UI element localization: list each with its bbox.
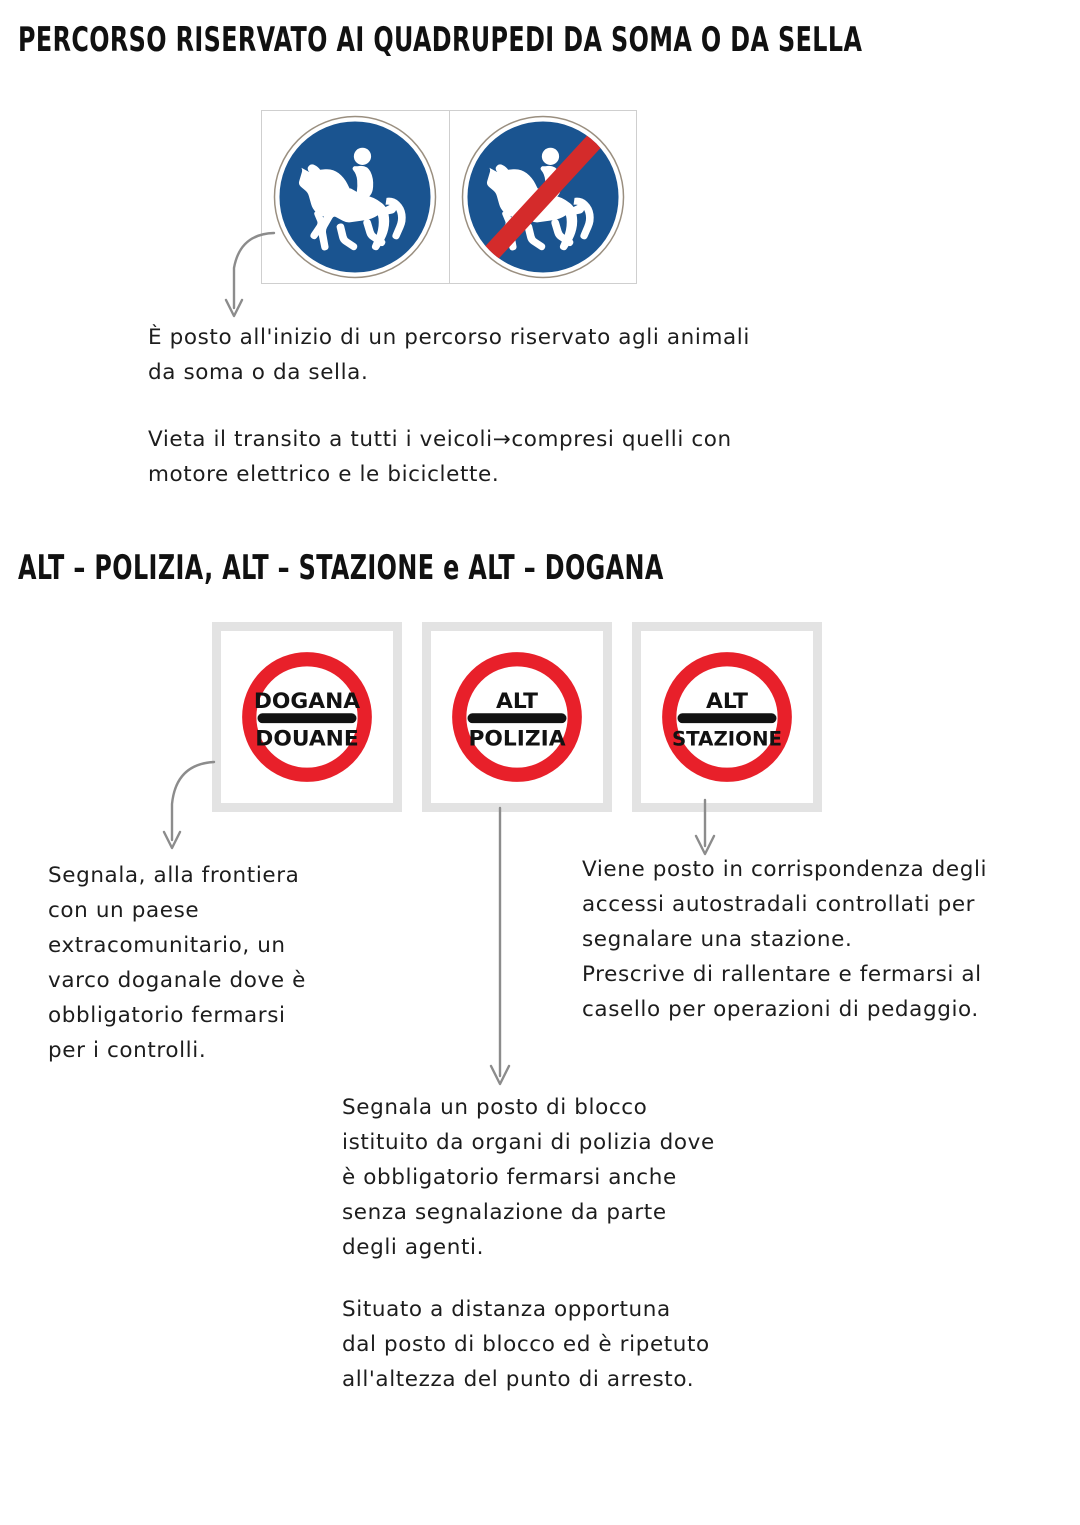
sign-alt-stazione: ALT STAZIONE <box>632 622 822 812</box>
note-horse-prohibition: Vieta il transito a tutti i veicoli→comp… <box>148 427 732 487</box>
dogana-sign-icon: DOGANA DOUANE <box>241 651 373 783</box>
stazione-bar <box>677 713 777 724</box>
polizia-line1: ALT <box>496 689 538 714</box>
sign-alt-polizia: ALT POLIZIA <box>422 622 612 812</box>
dogana-line2: DOUANE <box>255 727 358 752</box>
horse-rider-end-sign-icon <box>461 115 625 279</box>
note-polizia-secondary: Situato a distanza opportuna dal posto d… <box>342 1297 710 1392</box>
sign-alt-dogana: DOGANA DOUANE <box>212 622 402 812</box>
polizia-line2: POLIZIA <box>468 727 565 752</box>
section-heading-alt: ALT – POLIZIA, ALT – STAZIONE e ALT – DO… <box>18 548 664 588</box>
stazione-sign-icon: ALT STAZIONE <box>661 651 793 783</box>
sign-group-quadrupedi <box>261 110 637 284</box>
arrow-to-polizia-note-icon <box>489 806 511 1086</box>
stazione-line2: STAZIONE <box>672 728 782 751</box>
dogana-line1: DOGANA <box>254 689 360 714</box>
note-stazione: Viene posto in corrispondenza degli acce… <box>582 857 988 1022</box>
polizia-bar <box>467 713 567 724</box>
polizia-sign-icon: ALT POLIZIA <box>451 651 583 783</box>
sign-percorso-riservato-quadrupedi <box>262 111 449 283</box>
note-dogana: Segnala, alla frontiera con un paese ext… <box>48 863 306 1063</box>
sign-fine-percorso-riservato-quadrupedi <box>448 111 637 283</box>
section-heading-quadrupedi: PERCORSO RISERVATO AI QUADRUPEDI DA SOMA… <box>18 20 863 60</box>
dogana-bar <box>257 713 357 724</box>
note-horse-start: È posto all'inizio di un percorso riserv… <box>148 325 750 385</box>
horse-rider-sign-icon <box>273 115 437 279</box>
stazione-line1: ALT <box>706 689 748 714</box>
note-polizia-primary: Segnala un posto di blocco istituito da … <box>342 1095 715 1260</box>
red-diagonal-band <box>477 127 608 267</box>
